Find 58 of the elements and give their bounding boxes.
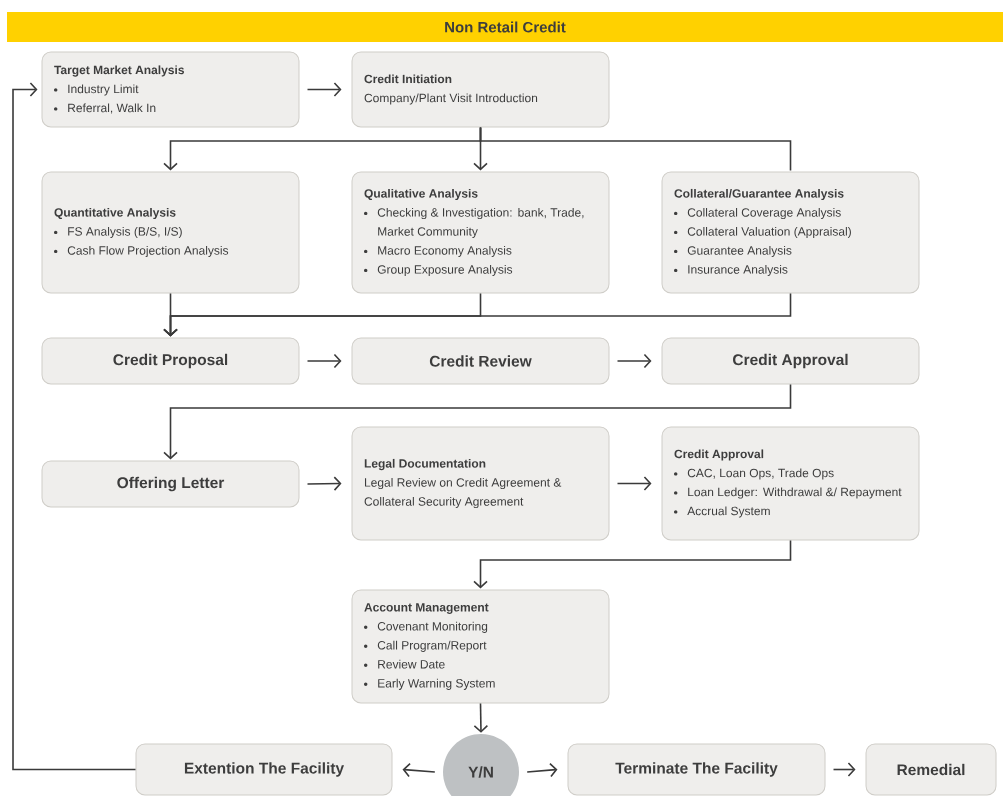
bullet-item: Cash Flow Projection Analysis — [54, 245, 229, 258]
arrow — [163, 383, 792, 460]
arrow — [473, 539, 792, 589]
box-heading: Quantitative Analysis — [54, 207, 176, 220]
bullet-item: Review Date — [364, 659, 445, 669]
box-heading: Target Market Analysis — [54, 65, 184, 77]
process-box — [41, 171, 300, 294]
arrow — [306, 353, 342, 369]
bullet-item: Checking & Investigation: bank, Trade, Market Community — [364, 207, 584, 239]
box-text: Company/Plant Visit Introduction — [364, 93, 538, 105]
process-box — [351, 589, 610, 704]
title-banner: Non Retail Credit — [7, 12, 1003, 42]
process-box — [661, 426, 920, 541]
process-box: Credit Approval — [661, 337, 920, 385]
process-box — [41, 51, 300, 128]
box-heading: Legal Documentation — [364, 458, 486, 471]
bullet-item: Macro Economy Analysis — [364, 245, 512, 258]
process-box — [351, 51, 610, 128]
box-text: Legal Review on Credit Agreement & Collateral Security Agreement — [364, 477, 562, 509]
bullet-item: Collateral Valuation (Appraisal) — [674, 226, 851, 239]
process-box: Offering Letter — [41, 460, 300, 508]
process-box: Remedial — [865, 743, 997, 796]
box-heading: Credit Approval — [674, 449, 764, 461]
bullet-item: Industry Limit — [54, 84, 139, 96]
arrow — [163, 292, 792, 337]
arrow — [616, 476, 652, 491]
bullet-item: Accrual System — [674, 506, 770, 518]
connector-line — [479, 126, 792, 172]
arrow — [402, 762, 436, 778]
box-heading: Qualitative Analysis — [364, 188, 478, 201]
box-heading: Credit Initiation — [364, 74, 452, 84]
process-box — [661, 171, 920, 294]
arrow — [473, 702, 489, 733]
bullet-item: CAC, Loan Ops, Trade Ops — [674, 468, 834, 480]
bullet-item: Early Warning System — [364, 678, 495, 690]
bullet-item: Collateral Coverage Analysis — [674, 207, 841, 220]
bullet-item: FS Analysis (B/S, I/S) — [54, 226, 182, 239]
bullet-item: Guarantee Analysis — [674, 245, 792, 258]
arrow — [616, 353, 652, 369]
box-heading: Account Management — [364, 603, 489, 614]
bullet-item: Call Program/Report — [364, 640, 487, 652]
process-box — [351, 426, 610, 541]
arrow — [306, 476, 342, 491]
bullet-item: Referral, Walk In — [54, 103, 156, 114]
arrow — [832, 762, 856, 777]
process-box: Terminate The Facility — [567, 743, 826, 796]
bullet-item: Group Exposure Analysis — [364, 264, 513, 277]
process-box: Extention The Facility — [135, 743, 393, 796]
bullet-item: Covenant Monitoring — [364, 621, 488, 633]
arrow — [306, 82, 342, 97]
bullet-item: Loan Ledger: Withdrawal &/ Repayment — [674, 487, 902, 499]
process-box: Credit Proposal — [41, 337, 300, 385]
box-heading: Collateral/Guarantee Analysis — [674, 188, 844, 201]
arrow — [526, 762, 558, 778]
arrow — [12, 82, 137, 771]
process-box: Credit Review — [351, 337, 610, 385]
process-box — [351, 171, 610, 294]
bullet-item: Insurance Analysis — [674, 264, 788, 277]
